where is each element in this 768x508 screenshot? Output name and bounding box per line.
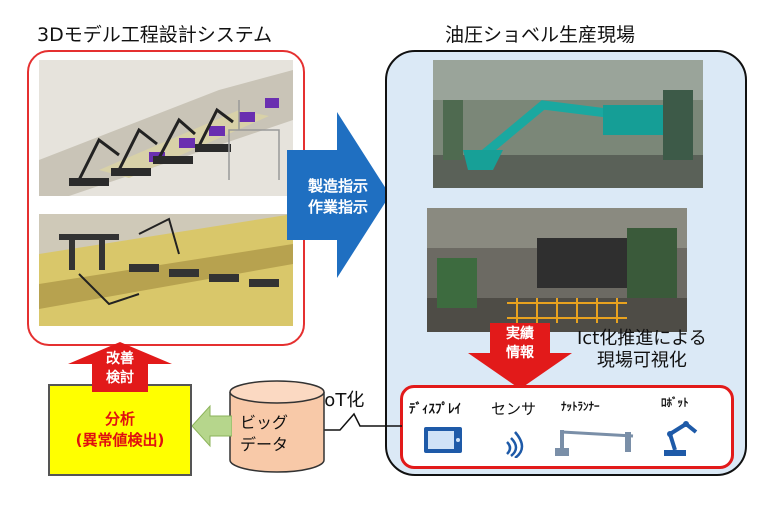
big-data-label: ビッグ データ	[240, 412, 320, 456]
nutrunner-label: ﾅｯﾄﾗﾝﾅｰ	[561, 400, 600, 413]
analysis-line1: 分析	[104, 410, 135, 428]
sensor-label: センサ	[491, 400, 537, 418]
analysis-box: 分析 (異常値検出)	[48, 384, 192, 476]
ict-line1: Ict化推進による	[577, 328, 707, 349]
red-down-line1: 実績	[506, 326, 534, 342]
red-up-arrow-label: 改善 検討	[91, 350, 149, 388]
blue-right-arrow	[287, 112, 390, 278]
red-up-arrow	[68, 342, 172, 392]
sensor-icon	[506, 431, 524, 458]
big-data-line2: データ	[240, 435, 289, 454]
blue-arrow-label: 製造指示 作業指示	[293, 176, 383, 218]
red-down-line2: 情報	[506, 345, 534, 361]
red-down-arrow	[468, 323, 572, 389]
red-down-arrow-label: 実績 情報	[490, 325, 550, 363]
3d-line-render-top	[39, 60, 293, 196]
big-data-cylinder	[229, 380, 325, 473]
display-icon	[424, 427, 462, 453]
blue-arrow-line1: 製造指示	[307, 177, 368, 195]
big-data-line1: ビッグ	[240, 413, 289, 432]
analysis-line2: (異常値検出)	[75, 431, 165, 449]
left-title: 3Dモデル工程設計システム	[37, 24, 273, 46]
iot-connector-line	[310, 412, 402, 431]
iot-devices-box: ﾃﾞｨｽﾌﾟﾚｲ センサ ﾅｯﾄﾗﾝﾅｰ ﾛﾎﾞｯﾄ	[400, 385, 734, 469]
ict-visualization-label: Ict化推進による 現場可視化	[577, 328, 707, 372]
ict-line2: 現場可視化	[596, 350, 687, 371]
nutrunner-icon	[555, 430, 634, 456]
green-left-arrow	[192, 404, 232, 448]
red-up-line1: 改善	[106, 351, 134, 367]
right-title: 油圧ショベル生産現場	[445, 24, 636, 46]
excavator-photo-top	[433, 60, 703, 188]
iot-label: IoT化	[319, 390, 365, 411]
robot-label: ﾛﾎﾞｯﾄ	[661, 396, 689, 409]
3d-assembly-render-bottom	[39, 214, 293, 326]
red-up-line2: 検討	[106, 370, 134, 386]
display-label: ﾃﾞｨｽﾌﾟﾚｲ	[409, 402, 461, 417]
factory-line-photo	[427, 208, 687, 332]
robot-icon	[664, 421, 698, 456]
3d-model-panel	[27, 50, 305, 346]
blue-arrow-line2: 作業指示	[307, 198, 368, 216]
